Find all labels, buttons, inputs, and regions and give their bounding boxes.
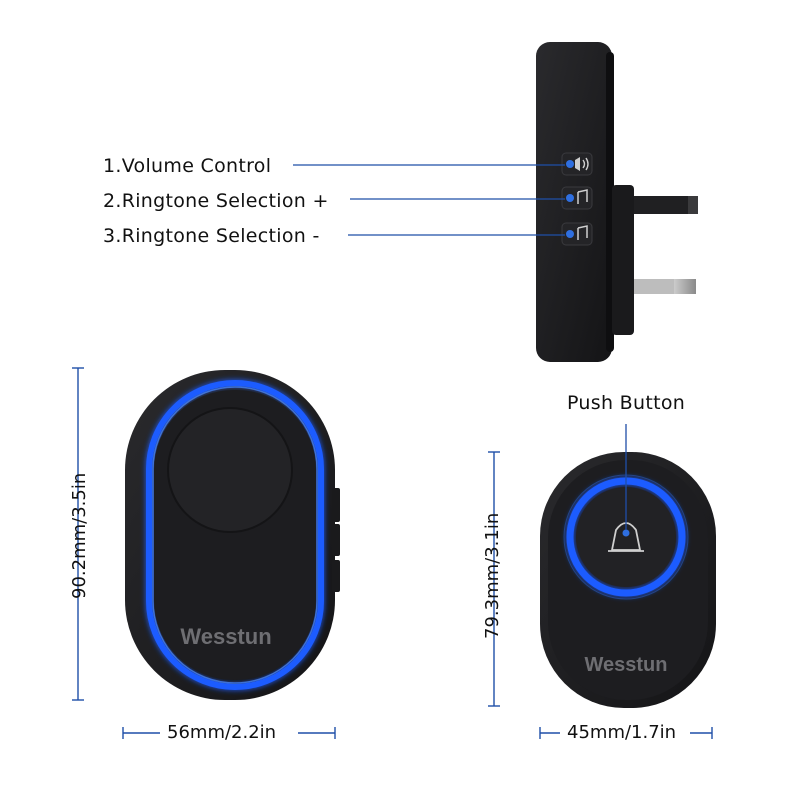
receiver-side-view xyxy=(536,42,698,362)
receiver-width-label: 56mm/2.2in xyxy=(167,722,277,743)
receiver-brand-text: Wesstun xyxy=(180,624,271,649)
transmitter-width-dimension xyxy=(539,727,713,739)
ringtone-minus-button xyxy=(561,222,593,246)
callout-volume-control: 1.Volume Control xyxy=(103,155,272,177)
plug-pin-bottom xyxy=(634,279,696,294)
transmitter-height-label: 79.3mm/3.1in xyxy=(482,512,503,639)
receiver-height-label: 90.2mm/3.5in xyxy=(69,472,90,599)
receiver-front-view xyxy=(125,370,340,700)
transmitter-width-label: 45mm/1.7in xyxy=(567,722,677,743)
transmitter-brand-text: Wesstun xyxy=(585,654,668,676)
volume-button xyxy=(561,152,593,176)
bell-icon xyxy=(608,522,644,552)
receiver-height-dimension xyxy=(72,367,84,701)
transmitter-height-dimension xyxy=(488,451,500,707)
receiver-width-dimension xyxy=(122,727,336,739)
push-button-label: Push Button xyxy=(567,392,686,414)
ringtone-plus-button xyxy=(561,186,593,210)
callout-ringtone-plus: 2.Ringtone Selection + xyxy=(103,190,329,212)
plug-pin-top xyxy=(634,196,698,214)
receiver-speaker-grille xyxy=(167,407,293,533)
callout-ringtone-minus: 3.Ringtone Selection - xyxy=(103,225,320,247)
transmitter-front-view xyxy=(540,452,716,708)
